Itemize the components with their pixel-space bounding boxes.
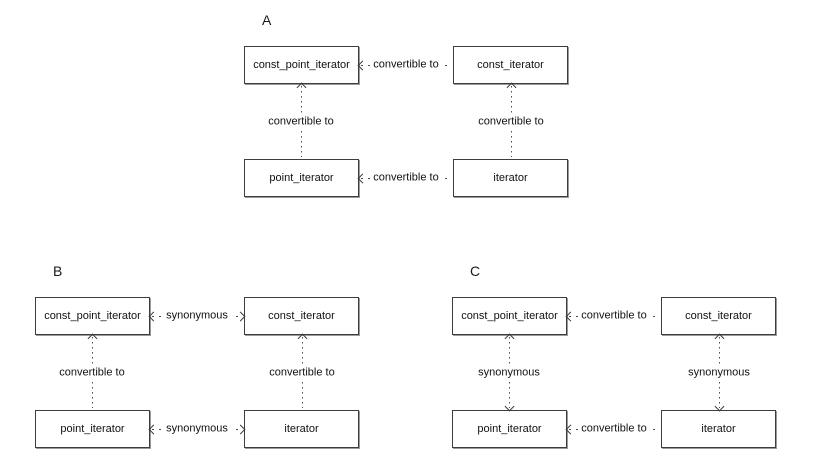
node-point-iterator: point_iterator (244, 159, 359, 197)
arrowhead-left-icon (148, 311, 159, 321)
diagram-a: A const_point_iterator const_iterator po… (244, 12, 569, 202)
diagram-a-label: A (262, 12, 272, 28)
diagram-b-label: B (53, 263, 63, 279)
edge-label: synonymous (475, 366, 543, 379)
diagram-c: C const_point_iterator const_iterator po… (452, 263, 777, 453)
edge-right-vertical: convertible to (266, 333, 338, 410)
edge-top-horizontal: synonymous (148, 309, 246, 323)
edge-label: convertible to (475, 115, 547, 128)
arrowhead-right-icon (235, 424, 246, 434)
edge-label: convertible to (370, 58, 442, 72)
arrowhead-left-icon (357, 173, 368, 183)
arrowhead-up-icon (714, 333, 724, 344)
node-label: point_iterator (60, 423, 125, 435)
node-const-point-iterator: const_point_iterator (244, 46, 359, 84)
edge-left-vertical: synonymous (475, 333, 543, 412)
node-point-iterator: point_iterator (452, 410, 567, 448)
edge-label: convertible to (578, 309, 650, 323)
edge-label: synonymous (685, 366, 753, 379)
node-iterator: iterator (453, 159, 568, 197)
edge-label: synonymous (163, 422, 231, 436)
arrowhead-right-icon (235, 311, 246, 321)
edge-left-vertical: convertible to (56, 333, 128, 410)
node-label: point_iterator (269, 172, 334, 184)
arrowhead-left-icon (148, 424, 159, 434)
edge-label: convertible to (578, 422, 650, 436)
edge-right-vertical: synonymous (685, 333, 753, 412)
node-const-point-iterator: const_point_iterator (452, 297, 567, 335)
edge-label: convertible to (370, 171, 442, 185)
arrowhead-down-icon (714, 401, 724, 412)
edge-label: synonymous (163, 309, 231, 323)
node-label: const_point_iterator (461, 310, 558, 322)
node-label: const_point_iterator (253, 59, 350, 71)
node-label: const_point_iterator (44, 310, 141, 322)
node-iterator: iterator (661, 410, 776, 448)
arrowhead-up-icon (506, 82, 516, 93)
edge-label: convertible to (56, 366, 128, 379)
arrowhead-up-icon (87, 333, 97, 344)
arrowhead-left-icon (565, 311, 576, 321)
node-label: iterator (284, 423, 319, 435)
edge-top-horizontal: convertible to (357, 58, 453, 72)
node-const-point-iterator: const_point_iterator (35, 297, 150, 335)
node-label: iterator (701, 423, 736, 435)
arrowhead-up-icon (504, 333, 514, 344)
arrowhead-up-icon (297, 333, 307, 344)
arrowhead-down-icon (504, 401, 514, 412)
node-point-iterator: point_iterator (35, 410, 150, 448)
arrowhead-up-icon (296, 82, 306, 93)
node-label: const_iterator (685, 310, 752, 322)
arrowhead-left-icon (357, 60, 368, 70)
edge-bottom-horizontal: synonymous (148, 422, 246, 436)
edge-bottom-horizontal: convertible to (357, 171, 453, 185)
node-label: iterator (493, 172, 528, 184)
diagram-b: B const_point_iterator const_iterator po… (35, 263, 360, 453)
node-iterator: iterator (244, 410, 359, 448)
arrowhead-left-icon (565, 424, 576, 434)
edge-bottom-horizontal: convertible to (565, 422, 661, 436)
node-const-iterator: const_iterator (661, 297, 776, 335)
node-label: point_iterator (477, 423, 542, 435)
edge-right-vertical: convertible to (475, 82, 547, 159)
edge-left-vertical: convertible to (265, 82, 337, 159)
edge-top-horizontal: convertible to (565, 309, 661, 323)
node-const-iterator: const_iterator (453, 46, 568, 84)
node-label: const_iterator (268, 310, 335, 322)
node-const-iterator: const_iterator (244, 297, 359, 335)
edge-label: convertible to (266, 366, 338, 379)
edge-label: convertible to (265, 115, 337, 128)
diagram-c-label: C (470, 263, 481, 279)
node-label: const_iterator (477, 59, 544, 71)
